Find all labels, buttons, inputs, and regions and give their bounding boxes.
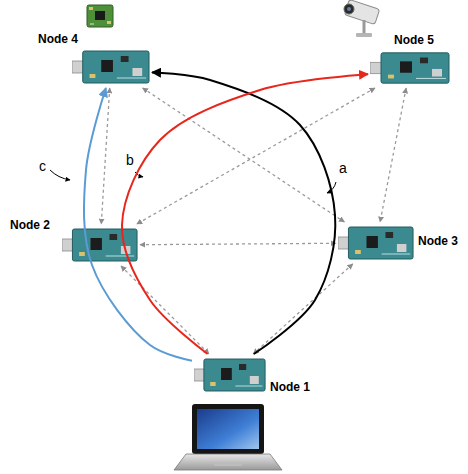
sensor-board <box>62 226 138 264</box>
node-label: Node 3 <box>418 234 458 248</box>
sensor-board <box>72 48 150 86</box>
route-arrow <box>122 74 368 354</box>
sensor-node: Node 2 <box>62 226 138 264</box>
sensor-chip <box>87 5 113 27</box>
node-label: Node 2 <box>10 218 50 232</box>
label-pointer <box>50 170 70 180</box>
sensor-node: Node 3 <box>338 224 414 262</box>
camera-icon <box>344 0 380 37</box>
node-label: Node 5 <box>394 33 434 47</box>
sensor-node: Node 1 <box>194 356 266 394</box>
sensor-board <box>370 50 450 86</box>
link-line <box>140 243 336 244</box>
sensor-board <box>194 356 266 394</box>
route-label: a <box>338 160 348 176</box>
route-label: b <box>125 152 135 168</box>
node-label: Node 4 <box>38 32 78 46</box>
sensor-node: Node 4 <box>72 48 150 86</box>
link-line <box>101 88 109 224</box>
route-arrow <box>84 88 192 361</box>
link-line <box>121 266 209 354</box>
link-line <box>253 264 353 354</box>
sensor-node: Node 5 <box>370 50 450 86</box>
laptop-icon <box>174 404 282 470</box>
route-arrow <box>152 72 335 354</box>
node-label: Node 1 <box>270 380 310 394</box>
link-line <box>380 88 406 222</box>
route-label: c <box>38 158 47 174</box>
link-line <box>137 88 375 224</box>
link-line <box>143 88 345 222</box>
sensor-board <box>338 224 414 262</box>
